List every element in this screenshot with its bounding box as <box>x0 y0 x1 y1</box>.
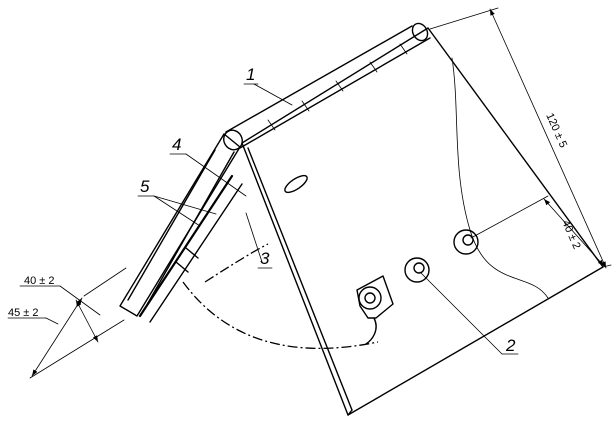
hinge-barrel <box>223 22 431 151</box>
callout-4-label: 4 <box>172 135 181 154</box>
callout-5: 5 <box>137 177 217 227</box>
dimension-left: 40 ± 2 45 ± 2 <box>7 267 127 379</box>
plate-break-line <box>451 57 549 299</box>
swing-arc <box>182 281 379 350</box>
callout-2-label: 2 <box>505 336 516 355</box>
callout-5-label: 5 <box>140 177 150 196</box>
callout-4: 4 <box>169 135 247 197</box>
mounting-strip <box>138 174 243 323</box>
dimension-40-left-label: 40 ± 2 <box>24 275 55 287</box>
bolt-nut-2 <box>404 257 430 283</box>
right-plate <box>241 27 604 416</box>
left-plate <box>119 133 241 317</box>
callout-1-label: 1 <box>246 65 255 84</box>
bolt-nut-3 <box>453 229 479 255</box>
bolt-nut-1 <box>356 275 394 345</box>
slot-hole <box>284 174 308 194</box>
callout-2: 2 <box>419 271 519 355</box>
dimension-45-left-label: 45 ± 2 <box>8 307 39 319</box>
callout-3-label: 3 <box>260 249 270 268</box>
callout-1: 1 <box>243 65 293 106</box>
bolt-center-line <box>470 195 549 239</box>
callout-3: 3 <box>245 212 273 269</box>
dimension-40-right: 40 ± 2 <box>543 198 605 267</box>
dimension-120-label: 120 ± 5 <box>543 111 569 149</box>
swing-arc-inner <box>204 243 269 283</box>
